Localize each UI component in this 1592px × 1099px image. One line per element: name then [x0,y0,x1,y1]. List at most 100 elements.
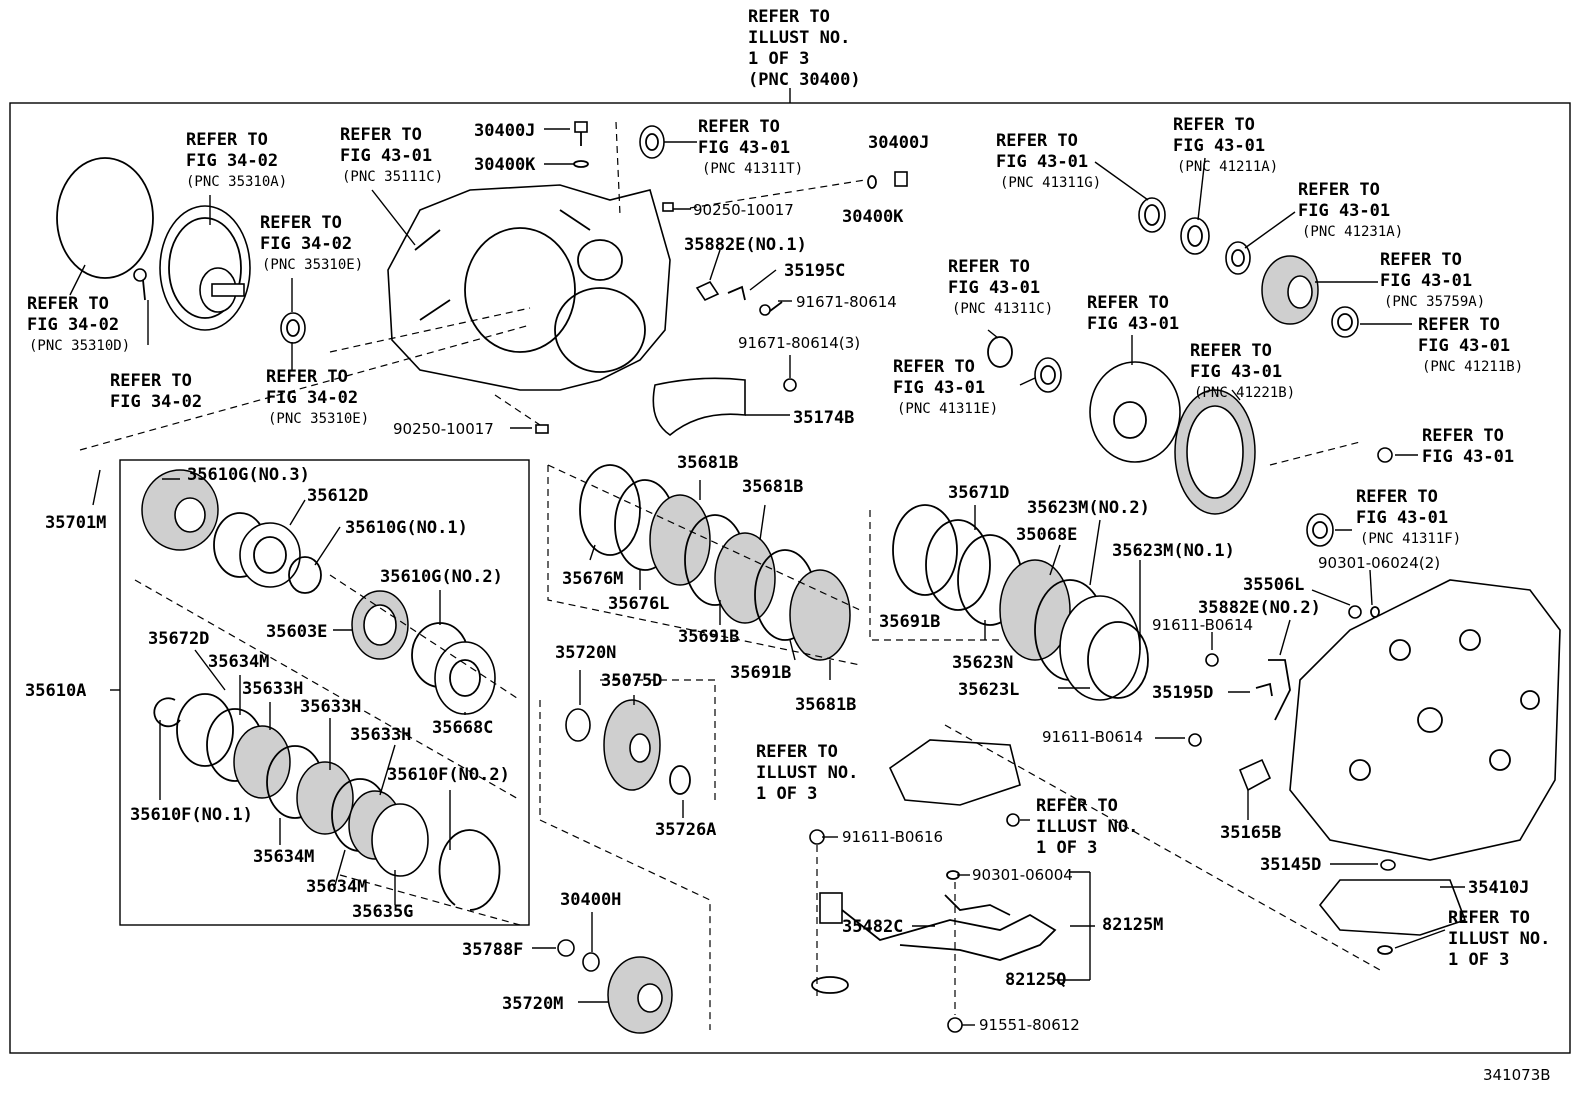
label-35634M-c[interactable]: 35634M [306,877,367,897]
label-35623M-2[interactable]: 35623M(NO.2) [1027,498,1150,518]
label-35691B-a[interactable]: 35691B [678,627,739,647]
label-35681B-c[interactable]: 35681B [795,695,856,715]
label-35633H-b[interactable]: 35633H [300,697,361,717]
label-35610F-2[interactable]: 35610F(NO.2) [387,765,510,785]
label-35165B[interactable]: 35165B [1220,823,1281,843]
refer-illust-b[interactable]: REFER TO ILLUST NO. 1 OF 3 [1036,796,1148,858]
label-90301-a[interactable]: 90301-06024(2) [1318,554,1440,572]
label-35681B-b[interactable]: 35681B [742,477,803,497]
bolt-91611-b [1188,733,1202,747]
label-35635G[interactable]: 35635G [352,902,413,922]
label-35410J[interactable]: 35410J [1468,878,1529,898]
label-90301-b[interactable]: 90301-06004 [972,866,1073,884]
label-35610G-3[interactable]: 35610G(NO.3) [187,465,310,485]
label-30400K-a[interactable]: 30400K [474,155,536,175]
label-35633H-c[interactable]: 35633H [350,725,411,745]
label-35882E-2[interactable]: 35882E(NO.2) [1198,598,1321,618]
label-35174B[interactable]: 35174B [793,408,854,428]
label-35610G-1[interactable]: 35610G(NO.1) [345,518,468,538]
label-35726A[interactable]: 35726A [655,820,716,840]
label-35691B-c[interactable]: 35691B [879,612,940,632]
label-35623M-1[interactable]: 35623M(NO.1) [1112,541,1235,561]
refer-fig-43-01-m[interactable]: REFER TO FIG 43-01 (PNC 41311F) [1356,487,1461,547]
part-35788F [557,939,575,957]
label-35623L[interactable]: 35623L [958,680,1019,700]
oring-82125Q [811,976,849,994]
label-35676L[interactable]: 35676L [608,594,669,614]
label-35681B-a[interactable]: 35681B [677,453,738,473]
disc-35633H-a [233,725,291,799]
label-90250-a[interactable]: 90250-10017 [693,201,794,219]
clutch-stack-right [892,504,1149,701]
label-35610G-2[interactable]: 35610G(NO.2) [380,567,503,587]
bearing-41311F [1306,513,1334,547]
refer-fig-43-01-d[interactable]: REFER TO FIG 43-01 (PNC 41211A) [1173,115,1278,175]
label-91671-a[interactable]: 91671-80614 [796,293,897,311]
label-35634M-b[interactable]: 35634M [253,847,314,867]
label-35676M[interactable]: 35676M [562,569,623,589]
label-35633H-a[interactable]: 35633H [242,679,303,699]
bolt-91671-a [759,301,783,316]
refer-fig-34-02-d[interactable]: REFER TO FIG 34-02 [110,371,202,412]
label-91671-b[interactable]: 91671-80614(3) [738,334,860,352]
label-30400K-b[interactable]: 30400K [842,207,904,227]
label-35145D[interactable]: 35145D [1260,855,1321,875]
label-30400J-b[interactable]: 30400J [868,133,929,153]
label-35691B-b[interactable]: 35691B [730,663,791,683]
dash-clutch-1 [134,579,521,801]
refer-fig-43-01-j[interactable]: REFER TO FIG 43-01 (PNC 41221B) [1190,341,1295,401]
refer-illust-c[interactable]: REFER TO ILLUST NO. 1 OF 3 [1448,908,1560,970]
label-35612D[interactable]: 35612D [307,486,368,506]
label-35788F[interactable]: 35788F [462,940,523,960]
refer-fig-43-01-h[interactable]: REFER TO FIG 43-01 (PNC 41311C) [948,257,1053,317]
label-91611-a[interactable]: 91611-B0614 [1152,616,1253,634]
label-35610F-1[interactable]: 35610F(NO.1) [130,805,253,825]
refer-fig-43-01-k[interactable]: REFER TO FIG 43-01 (PNC 41311E) [893,357,998,417]
label-35671D[interactable]: 35671D [948,483,1009,503]
refer-fig-43-01-i[interactable]: REFER TO FIG 43-01 [1087,293,1179,334]
label-35610A[interactable]: 35610A [25,681,86,701]
label-90250-b[interactable]: 90250-10017 [393,420,494,438]
refer-fig-43-01-c[interactable]: REFER TO FIG 43-01 (PNC 41311G) [996,131,1101,191]
refer-fig-43-01-l[interactable]: REFER TO FIG 43-01 [1422,426,1514,467]
dash-case-4 [615,121,621,216]
label-35623N[interactable]: 35623N [952,653,1013,673]
label-30400J-a[interactable]: 30400J [474,121,535,141]
label-91551[interactable]: 91551-80612 [979,1016,1080,1034]
refer-fig-34-02-e[interactable]: REFER TO FIG 34-02 (PNC 35310E) [266,367,369,427]
refer-fig-34-02-b[interactable]: REFER TO FIG 34-02 (PNC 35310E) [260,213,363,273]
refer-fig-43-01-b[interactable]: REFER TO FIG 43-01 (PNC 41311T) [698,117,803,177]
label-82125M[interactable]: 82125M [1102,915,1163,935]
label-35882E-1[interactable]: 35882E(NO.1) [684,235,807,255]
refer-fig-43-01-a[interactable]: REFER TO FIG 43-01 (PNC 35111C) [340,125,443,185]
plug-30400J-b [894,171,908,187]
bolt-30400H [582,952,600,972]
refer-fig-34-02-a[interactable]: REFER TO FIG 34-02 (PNC 35310A) [186,130,288,190]
label-35720M[interactable]: 35720M [502,994,563,1014]
label-35634M-a[interactable]: 35634M [208,652,269,672]
label-30400H[interactable]: 30400H [560,890,621,910]
refer-illust-a[interactable]: REFER TO ILLUST NO. 1 OF 3 [756,742,868,804]
label-35195D[interactable]: 35195D [1152,683,1213,703]
label-35668C[interactable]: 35668C [432,718,493,738]
label-35068E[interactable]: 35068E [1016,525,1077,545]
label-35701M[interactable]: 35701M [45,513,106,533]
label-35720N[interactable]: 35720N [555,643,616,663]
refer-fig-34-02-c[interactable]: REFER TO FIG 34-02 (PNC 35310D) [27,294,130,354]
label-91611-c[interactable]: 91611-B0616 [842,828,943,846]
label-82125Q[interactable]: 82125Q [1005,970,1066,990]
refer-fig-43-01-g[interactable]: REFER TO FIG 43-01 (PNC 41211B) [1418,315,1523,375]
label-35482C[interactable]: 35482C [842,917,903,937]
top-callout[interactable]: REFER TO ILLUST NO. 1 OF 3 (PNC 30400) [748,7,861,90]
refer-fig-43-01-f[interactable]: REFER TO FIG 43-01 (PNC 35759A) [1380,250,1485,310]
transaxle-housing [1289,579,1561,861]
oring-large [56,157,154,279]
bracket-35882E [695,280,720,302]
refer-fig-43-01-e[interactable]: REFER TO FIG 43-01 (PNC 41231A) [1298,180,1403,240]
label-91611-b[interactable]: 91611-B0614 [1042,728,1143,746]
label-35603E[interactable]: 35603E [266,622,327,642]
label-35195C[interactable]: 35195C [784,261,845,281]
label-35672D[interactable]: 35672D [148,629,209,649]
label-35506L[interactable]: 35506L [1243,575,1304,595]
label-35075D[interactable]: 35075D [601,671,662,691]
